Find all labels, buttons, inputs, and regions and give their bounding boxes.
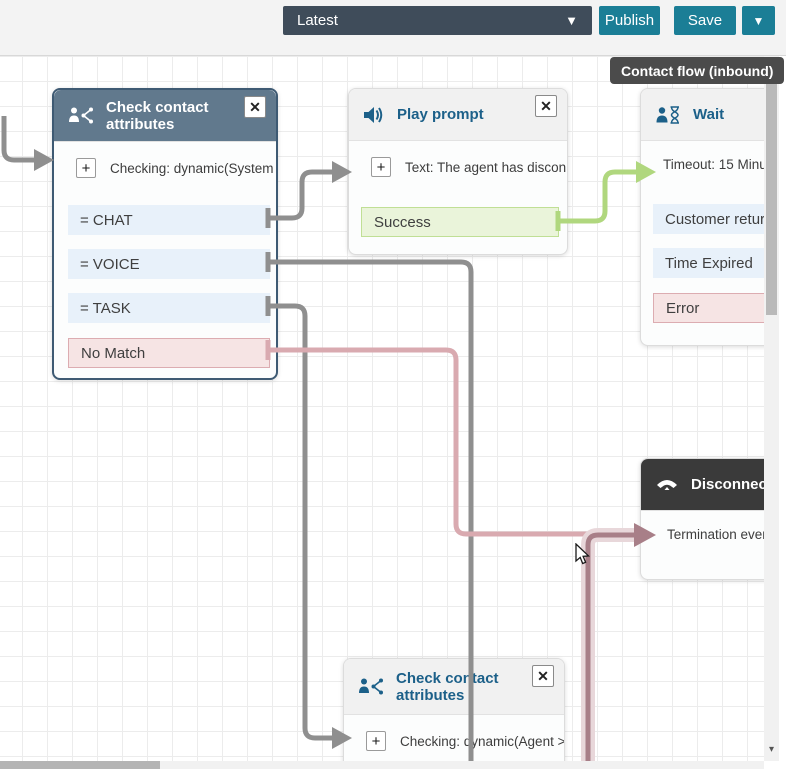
save-button[interactable]: Save xyxy=(674,6,736,35)
mouse-cursor xyxy=(575,542,591,571)
chevron-down-icon: ▼ xyxy=(565,13,578,28)
connector-selected-halo xyxy=(581,528,634,761)
block-header: Wait xyxy=(641,89,764,141)
connector-selected-to-disconnect xyxy=(585,532,634,761)
block-header: Check contact attributes ✕ xyxy=(54,90,276,142)
vertical-scrollbar[interactable]: ▾ xyxy=(764,56,779,761)
horizontal-scrollbar[interactable] xyxy=(0,761,764,769)
contact-attributes-icon xyxy=(358,677,384,696)
horizontal-scrollbar-thumb[interactable] xyxy=(0,761,160,769)
block-title: Wait xyxy=(693,106,725,123)
block-check-contact-attributes-1[interactable]: Check contact attributes ✕ + Checking: d… xyxy=(52,88,278,380)
block-title: Check contact attributes xyxy=(396,669,499,704)
branch-error[interactable]: Error xyxy=(653,293,764,323)
version-dropdown[interactable]: Latest ▼ xyxy=(283,6,592,35)
block-header: Disconnect xyxy=(641,459,764,511)
contact-attributes-icon xyxy=(68,106,94,125)
close-icon[interactable]: ✕ xyxy=(535,95,557,117)
branch-voice[interactable]: = VOICE xyxy=(68,249,270,279)
branch-chat[interactable]: = CHAT xyxy=(68,205,270,235)
block-title: Play prompt xyxy=(397,106,484,123)
block-config-row: + Checking: dynamic(System ... xyxy=(54,142,276,192)
branch-customer-returned[interactable]: Customer retur xyxy=(653,204,764,234)
block-config-row: Timeout: 15 Minu xyxy=(641,141,764,186)
toolbar: Latest ▼ Publish Save ▼ xyxy=(0,0,786,56)
close-icon[interactable]: ✕ xyxy=(244,96,266,118)
config-text: Timeout: 15 Minu xyxy=(663,157,764,172)
block-check-contact-attributes-2[interactable]: Check contact attributes ✕ + Checking: d… xyxy=(343,658,565,761)
branch-no-match[interactable]: No Match xyxy=(68,338,270,368)
config-text: Text: The agent has discon... xyxy=(405,159,567,175)
block-title: Disconnect xyxy=(691,476,764,493)
expand-plus-icon[interactable]: + xyxy=(366,731,386,751)
block-disconnect[interactable]: Disconnect Termination event xyxy=(640,458,764,580)
branch-success[interactable]: Success xyxy=(361,207,559,237)
expand-plus-icon[interactable]: + xyxy=(371,157,391,177)
branch-task[interactable]: = TASK xyxy=(68,293,270,323)
connector-success-to-wait xyxy=(558,169,636,224)
phone-disconnect-icon xyxy=(655,477,679,493)
publish-button[interactable]: Publish xyxy=(599,6,660,35)
close-icon[interactable]: ✕ xyxy=(532,665,554,687)
block-wait[interactable]: Wait Timeout: 15 Minu Customer retur Tim… xyxy=(640,88,764,346)
flow-title-tooltip: Contact flow (inbound) xyxy=(610,57,785,84)
block-config-row: + Checking: dynamic(Agent >... xyxy=(344,715,564,761)
arrowhead-check1-input xyxy=(34,149,54,171)
block-play-prompt[interactable]: Play prompt ✕ + Text: The agent has disc… xyxy=(348,88,568,255)
config-text: Termination event xyxy=(667,527,764,542)
config-text: Checking: dynamic(System ... xyxy=(110,160,276,176)
block-config-row: Termination event xyxy=(641,511,764,556)
branch-time-expired[interactable]: Time Expired xyxy=(653,248,764,278)
vertical-scrollbar-thumb[interactable] xyxy=(766,75,777,315)
flow-canvas[interactable]: Check contact attributes ✕ + Checking: d… xyxy=(0,56,764,761)
scroll-down-arrow-icon[interactable]: ▾ xyxy=(768,744,775,755)
block-header: Play prompt ✕ xyxy=(349,89,567,141)
version-dropdown-label: Latest xyxy=(297,12,338,29)
block-title: Check contact attributes xyxy=(106,98,209,133)
connector-no-match-to-disconnect xyxy=(268,347,637,537)
block-config-row: + Text: The agent has discon... xyxy=(349,141,567,191)
expand-plus-icon[interactable]: + xyxy=(76,158,96,178)
block-header: Check contact attributes ✕ xyxy=(344,659,564,715)
connector-entry-check1 xyxy=(1,116,36,163)
speaker-icon xyxy=(363,105,385,125)
wait-hourglass-icon xyxy=(655,105,681,125)
config-text: Checking: dynamic(Agent >... xyxy=(400,733,564,749)
save-menu-button[interactable]: ▼ xyxy=(742,6,775,35)
